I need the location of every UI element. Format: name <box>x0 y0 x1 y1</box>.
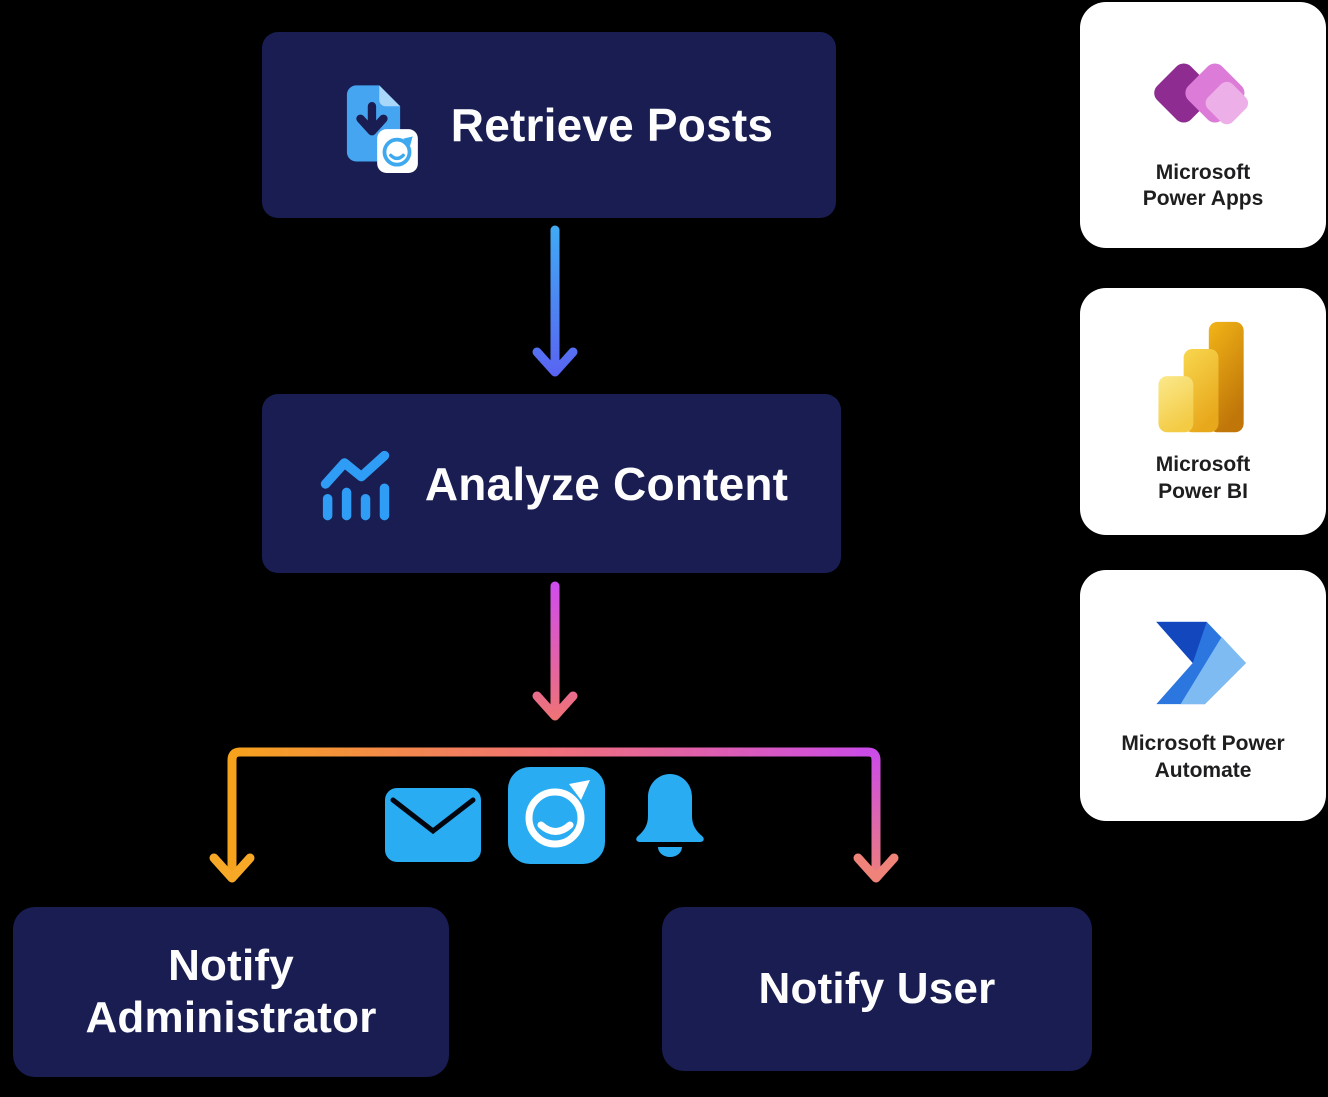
arrow-analyze-to-branch <box>532 581 578 721</box>
envelope-icon <box>385 788 481 862</box>
flow-node-notify-administrator: Notify Administrator <box>13 907 449 1077</box>
arrowhead-to-admin <box>209 853 255 883</box>
download-document-icon <box>346 85 418 173</box>
tool-card-power-apps: Microsoft Power Apps <box>1080 2 1326 248</box>
tool-card-power-bi: Microsoft Power BI <box>1080 288 1326 535</box>
power-apps-logo <box>1154 63 1249 125</box>
power-bi-logo <box>1158 322 1244 433</box>
tool-card-power-automate: Microsoft Power Automate <box>1080 570 1326 821</box>
flow-node-notify-user: Notify User <box>662 907 1092 1071</box>
tool-label-power-apps: Microsoft Power Apps <box>1142 160 1264 210</box>
bell-icon <box>636 774 704 857</box>
tool-label-power-automate: Microsoft Power Automate <box>1121 732 1285 782</box>
branch-connector <box>209 747 899 883</box>
node-label-analyze-content: Analyze Content <box>424 457 789 510</box>
node-label-retrieve-posts: Retrieve Posts <box>450 99 774 151</box>
tool-label-power-bi: Microsoft Power BI <box>1155 453 1251 503</box>
bar-chart-icon <box>320 450 390 520</box>
arrow-retrieve-to-analyze <box>532 225 578 377</box>
node-label-notify-administrator: Notify Administrator <box>85 941 377 1042</box>
flow-node-analyze-content: Analyze Content <box>262 394 841 573</box>
flow-node-retrieve-posts: Retrieve Posts <box>262 32 836 218</box>
social-circle-icon <box>508 767 605 864</box>
node-label-notify-user: Notify User <box>758 964 996 1014</box>
arrowhead-to-user <box>853 853 899 883</box>
power-automate-logo <box>1156 622 1246 705</box>
